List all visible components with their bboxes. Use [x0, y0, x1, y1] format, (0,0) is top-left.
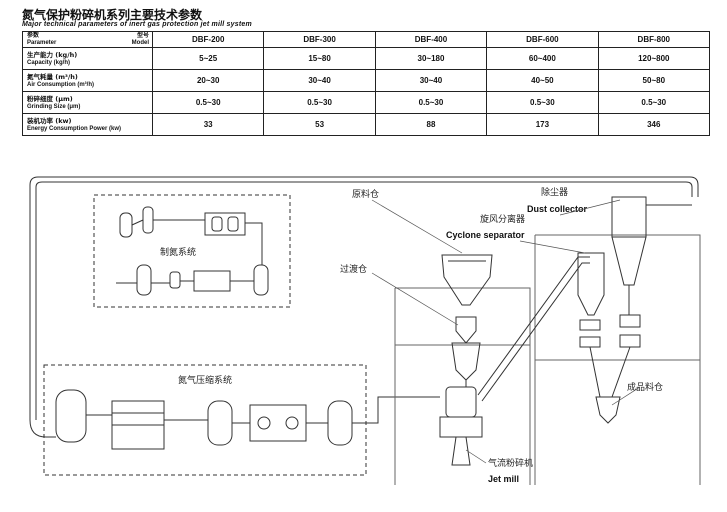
corner-model-en: Model — [131, 40, 149, 46]
table-cell: 15~80 — [263, 47, 376, 70]
label-nitrogen-system: 制氮系统 — [160, 246, 196, 258]
row-label-en: Energy Consumption Power (kw) — [27, 125, 122, 132]
row-label: 氮气耗量 (m³/h)Air Consumption (m³/h) — [22, 69, 153, 92]
table-cell: 53 — [263, 113, 376, 136]
cyclone-separator — [577, 252, 608, 398]
table-cell: 30~180 — [374, 47, 488, 70]
table-cell: 0.5~30 — [486, 91, 599, 114]
model-header: DBF-400 — [374, 31, 488, 48]
table-cell: 0.5~30 — [374, 91, 488, 114]
label-raw-bin: 原料仓 — [352, 188, 379, 200]
table-cell: 33 — [151, 113, 265, 136]
table-cell: 0.5~30 — [151, 91, 265, 114]
table-cell: 20~30 — [151, 69, 265, 92]
row-label: 装机功率 (kw)Energy Consumption Power (kw) — [22, 113, 153, 136]
nitrogen-system-box — [93, 194, 291, 308]
label-product-bin: 成品料仓 — [627, 381, 663, 393]
dust-collector — [611, 196, 692, 398]
label-compression-system: 氮气压缩系统 — [178, 374, 232, 386]
row-label-cn: 氮气耗量 (m³/h) — [27, 72, 78, 81]
table-cell: 0.5~30 — [597, 91, 711, 114]
support-frames — [394, 234, 701, 485]
nitrogen-equipment — [116, 206, 269, 296]
model-header: DBF-800 — [597, 31, 711, 48]
corner-param-cn: 参数 — [27, 32, 40, 39]
transition-bin — [451, 316, 481, 381]
return-pipe-inner — [35, 181, 693, 420]
process-diagram: 制氮系统 氮气压缩系统 原料仓 过渡仓 旋风分离器 Cyclone separa… — [29, 176, 701, 485]
conveying-pipe — [477, 256, 590, 402]
row-label: 生产能力 (kg/h)Capacity (kg/h) — [22, 47, 153, 70]
table-cell: 50~80 — [597, 69, 711, 92]
table-cell: 346 — [597, 113, 711, 136]
table-cell: 30~40 — [374, 69, 488, 92]
raw-material-bin — [441, 254, 493, 306]
table-cell: 40~50 — [486, 69, 599, 92]
label-cyclone-en: Cyclone separator — [446, 230, 525, 240]
compression-equipment — [55, 389, 440, 450]
table-cell: 88 — [374, 113, 488, 136]
label-dust-en: Dust collector — [527, 204, 588, 214]
product-bin — [595, 396, 621, 424]
table-row: 氮气耗量 (m³/h)Air Consumption (m³/h) 20~30 … — [22, 69, 711, 92]
model-header: DBF-300 — [263, 31, 376, 48]
label-jetmill-cn: 气流粉碎机 — [488, 457, 533, 469]
table-cell: 173 — [486, 113, 599, 136]
row-label-cn: 粉碎细度 (μm) — [27, 94, 73, 103]
row-label-en: Capacity (kg/h) — [27, 59, 71, 66]
label-transition-bin: 过渡仓 — [340, 263, 367, 275]
compressor-feed-pipe — [29, 419, 56, 438]
table-cell: 120~800 — [597, 47, 711, 70]
table-row: 粉碎细度 (μm)Grinding Size (μm) 0.5~30 0.5~3… — [22, 91, 711, 114]
table-row: 生产能力 (kg/h)Capacity (kg/h) 5~25 15~80 30… — [22, 47, 711, 70]
label-jetmill-en: Jet mill — [488, 474, 519, 484]
label-dust-cn: 除尘器 — [541, 186, 568, 198]
table-row: 装机功率 (kw)Energy Consumption Power (kw) 3… — [22, 113, 711, 136]
table-cell: 30~40 — [263, 69, 376, 92]
table-cell: 60~400 — [486, 47, 599, 70]
table-cell: 5~25 — [151, 47, 265, 70]
table-cell: 0.5~30 — [263, 91, 376, 114]
row-label-en: Grinding Size (μm) — [27, 103, 81, 110]
jet-mill — [439, 380, 483, 466]
model-header: DBF-200 — [151, 31, 265, 48]
table-title-en: Major technical parameters of inert gas … — [22, 21, 252, 28]
corner-param-en: Parameter — [27, 40, 57, 46]
leader-lines — [371, 199, 641, 464]
return-pipe — [29, 176, 699, 420]
model-header: DBF-600 — [486, 31, 599, 48]
row-label: 粉碎细度 (μm)Grinding Size (μm) — [22, 91, 153, 114]
compression-system-box — [43, 364, 367, 476]
row-label-cn: 生产能力 (kg/h) — [27, 50, 78, 59]
label-cyclone-cn: 旋风分离器 — [480, 213, 525, 225]
row-label-en: Air Consumption (m³/h) — [27, 81, 94, 88]
corner-model-cn: 型号 — [136, 32, 149, 39]
row-label-cn: 装机功率 (kw) — [27, 116, 72, 125]
table-title-cn: 氮气保护粉碎机系列主要技术参数 — [22, 8, 203, 22]
